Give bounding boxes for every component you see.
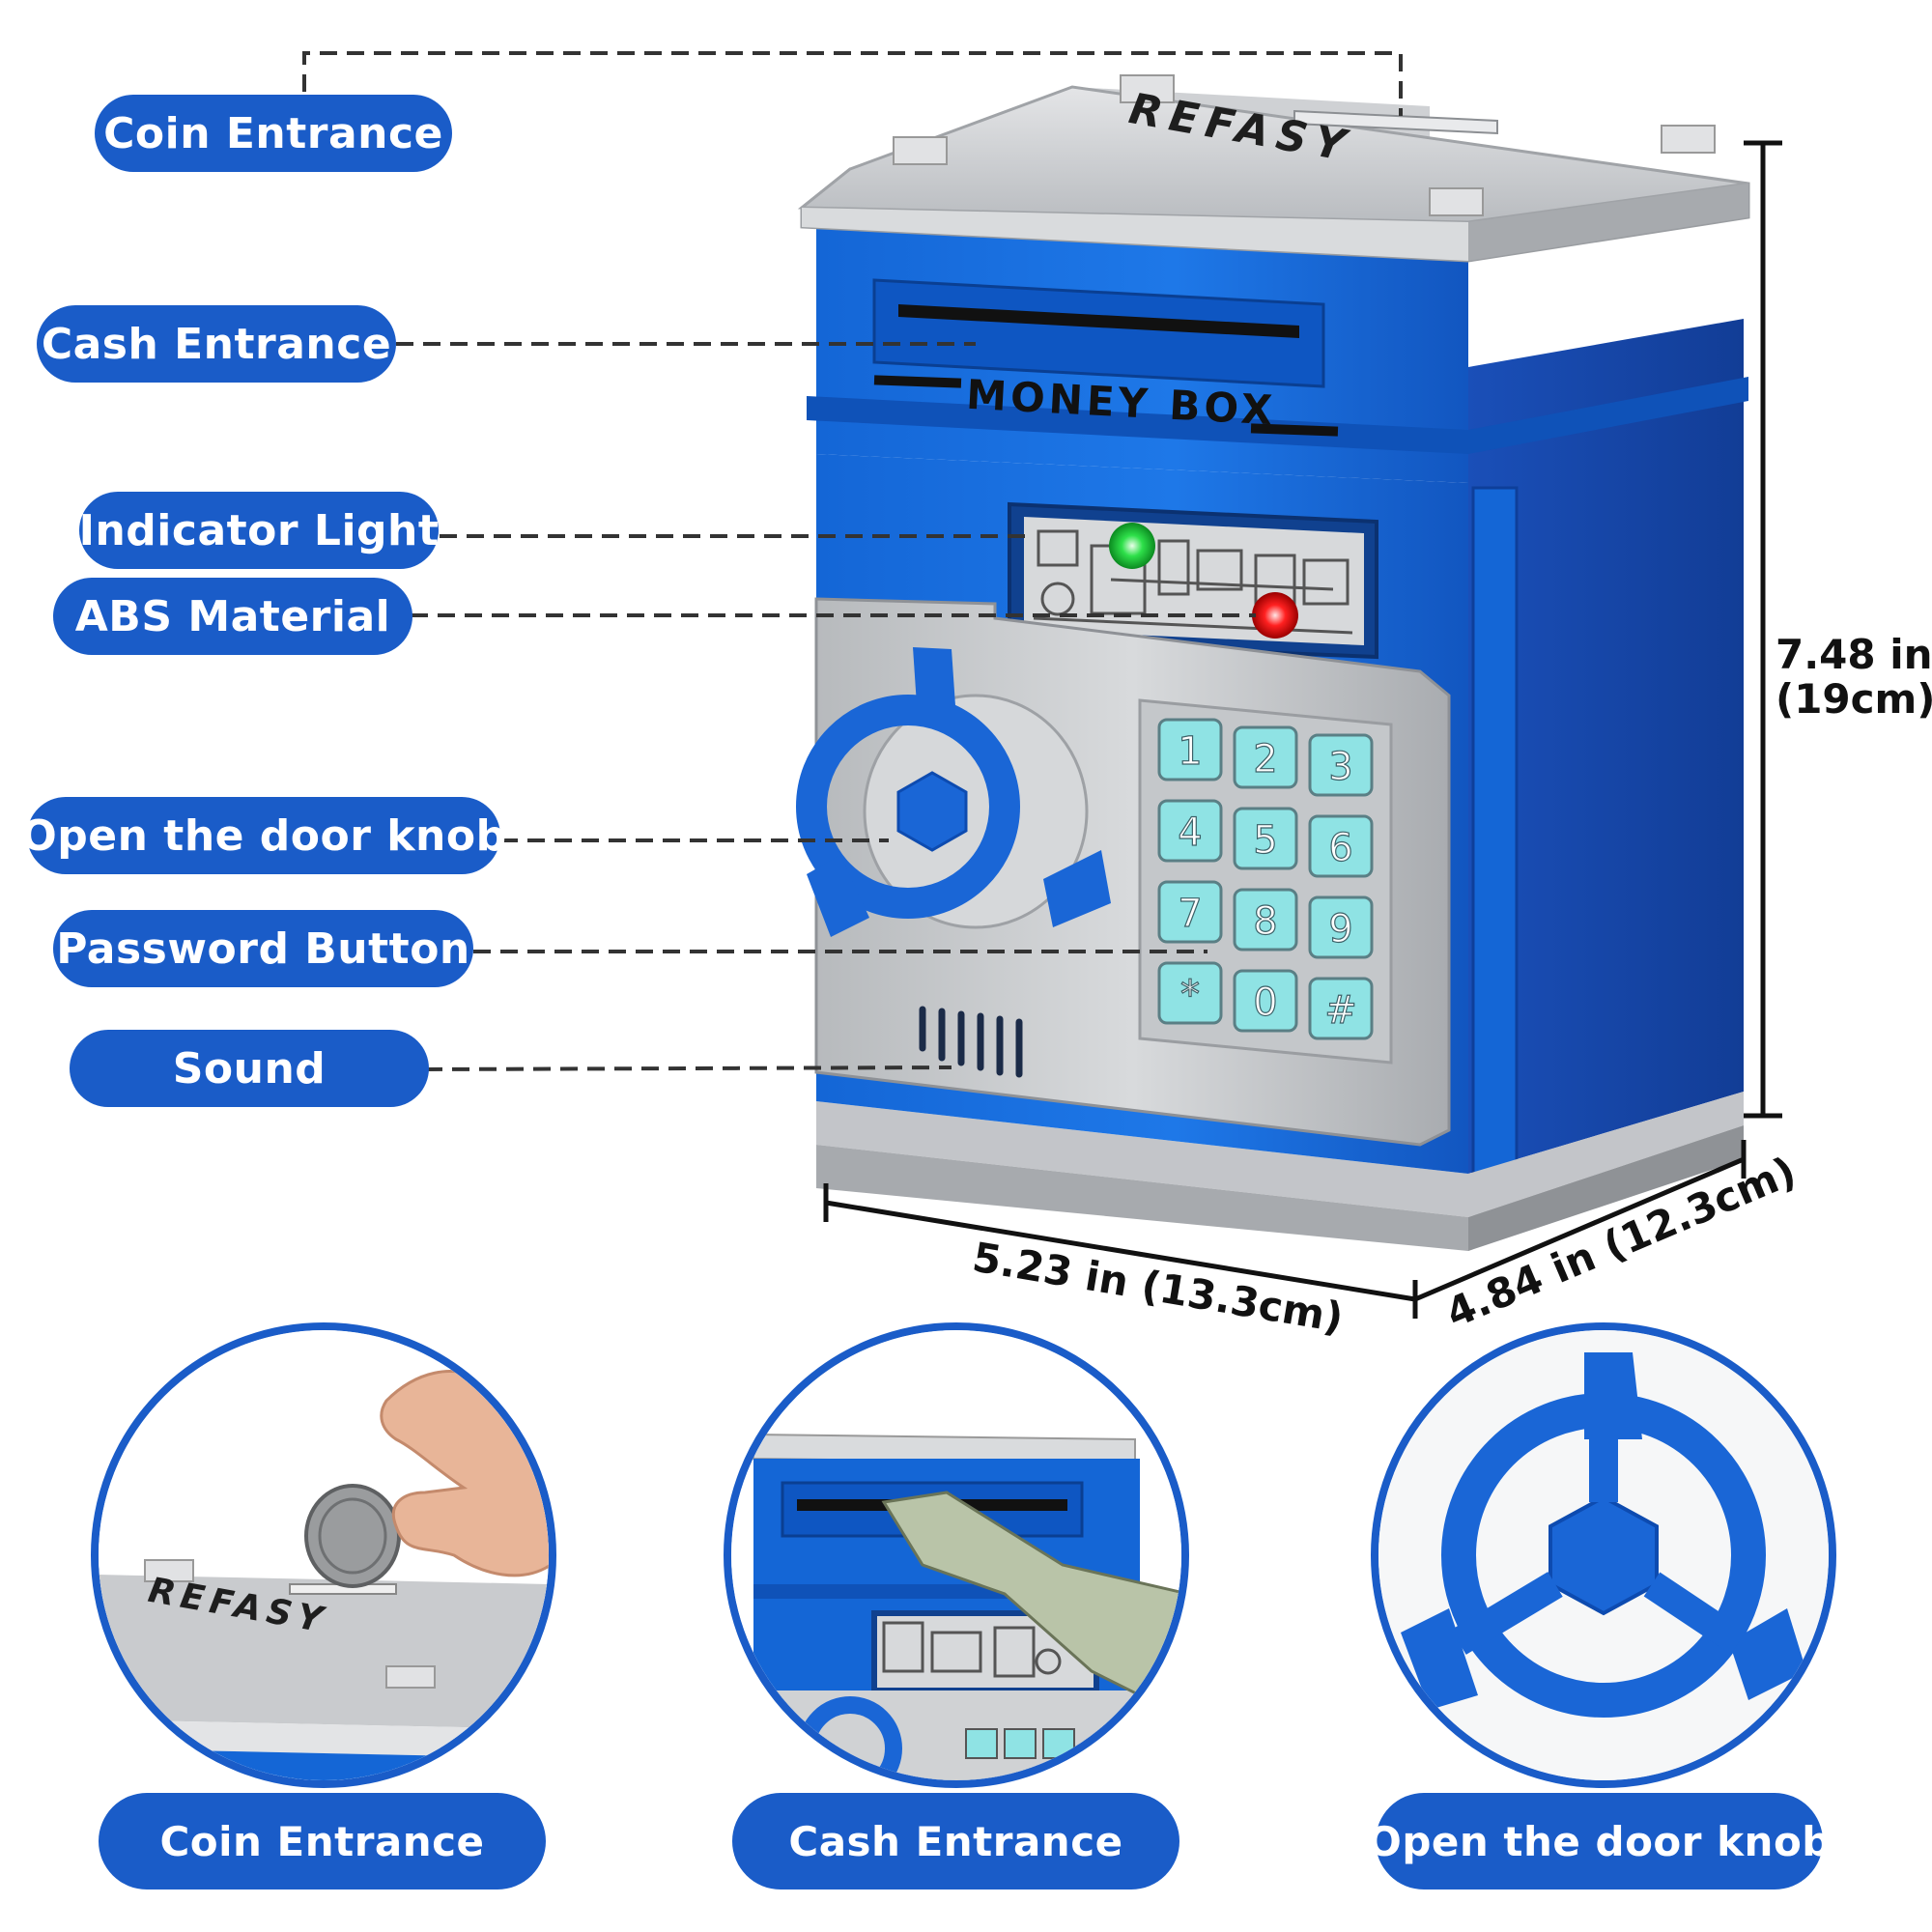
svg-text:*: * [1180,973,1200,1017]
detail-label-cash-entrance: Cash Entrance [732,1793,1179,1889]
svg-text:2: 2 [1253,737,1277,781]
svg-text:9: 9 [1328,907,1352,952]
keypad-key-4: 4 [1157,799,1223,863]
callout-sound: Sound [70,1030,429,1107]
width-dimension-line [825,1200,1416,1302]
keypad-key-5: 5 [1233,807,1298,870]
door-hinge [1471,486,1519,1180]
callout-door-knob: Open the door knob [20,797,506,874]
callout-abs-material: ABS Material [53,578,412,655]
keypad-key-2: 2 [1233,725,1298,789]
leader-sound [424,1065,952,1071]
banknote [881,1491,1181,1722]
svg-text:8: 8 [1253,899,1277,944]
leader-coin-entrance [302,51,1403,116]
callout-password-button: Password Button [53,910,473,987]
speaker-grille [919,1006,1023,1078]
depth-dimension-line [1414,1156,1745,1302]
detail-label-coin-entrance: Coin Entrance [99,1793,546,1889]
keypad-key-6: 6 [1308,814,1374,878]
detail-coin-entrance: REFASY [91,1322,556,1788]
green-indicator-light [1109,523,1155,569]
keypad-key-star: * [1157,961,1223,1025]
svg-text:0: 0 [1253,980,1277,1025]
keypad-key-7: 7 [1157,880,1223,944]
keypad-key-hash: # [1308,977,1374,1040]
svg-text:7: 7 [1178,892,1202,936]
keypad-key-1: 1 [1157,718,1223,781]
callout-cash-entrance: Cash Entrance [37,305,396,383]
callout-coin-entrance: Coin Entrance [95,95,452,172]
keypad-key-9: 9 [1308,895,1374,959]
svg-text:4: 4 [1178,810,1202,855]
height-inches: 7.48 in [1776,631,1932,678]
height-dimension-label: 7.48 in (19cm) [1776,631,1932,724]
red-indicator-light [1252,592,1298,639]
door-knob [796,647,1111,937]
svg-text:#: # [1324,988,1357,1033]
keypad-key-3: 3 [1308,733,1374,797]
detail-door-knob [1371,1322,1836,1788]
callout-indicator-light: Indicator Light [79,492,439,569]
svg-text:6: 6 [1328,826,1352,870]
keypad-key-0: 0 [1233,969,1298,1033]
width-dimension-label: 5.23 in (13.3cm) [969,1234,1347,1342]
detail-cash-entrance [724,1322,1189,1788]
password-keypad: 1 2 3 4 5 6 7 8 9 * 0 # [1157,718,1374,1040]
svg-text:1: 1 [1178,729,1202,774]
keypad-key-8: 8 [1233,888,1298,952]
detail-label-door-knob: Open the door knob [1367,1793,1831,1889]
height-cm: (19cm) [1776,675,1932,724]
svg-text:5: 5 [1253,818,1277,863]
svg-text:3: 3 [1328,745,1352,789]
